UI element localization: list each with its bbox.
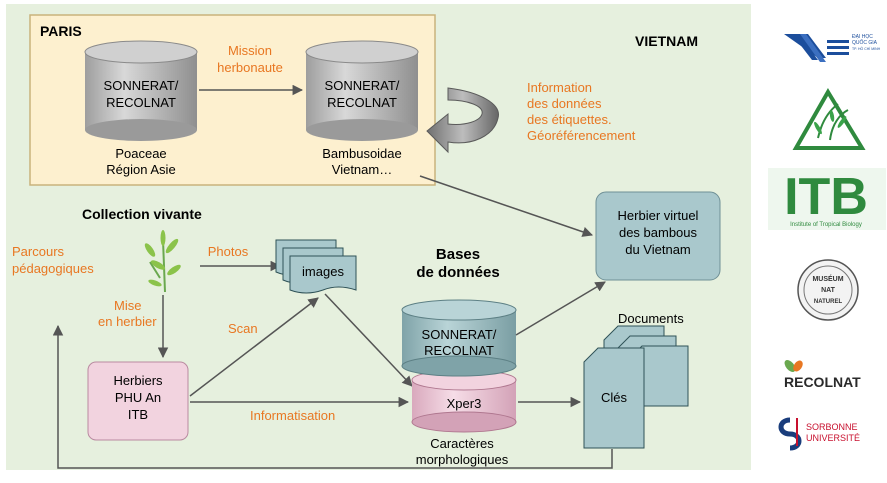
scan-label: Scan — [228, 321, 258, 336]
information-label-line1: Information — [527, 80, 592, 95]
cles-label: Clés — [601, 390, 628, 405]
herbiers-box — [87, 361, 189, 441]
central-database-cylinder: SONNERAT/ RECOLNAT — [401, 299, 517, 377]
xper-label: Xper3 — [447, 396, 482, 411]
images-label: images — [302, 264, 344, 279]
parcours-label-line1: Parcours — [12, 244, 65, 259]
paris-right-caption-line1: Bambusoidae — [322, 146, 402, 161]
paris-right-database-cylinder: SONNERAT/ RECOLNAT — [305, 40, 419, 141]
herbier-virtuel-line1: Herbier virtuel — [618, 208, 699, 223]
herbier-virtuel-line2: des bambous — [619, 225, 698, 240]
central-db-line2: RECOLNAT — [424, 343, 494, 358]
herbiers-line3: ITB — [128, 407, 148, 422]
paris-left-caption-line2: Région Asie — [106, 162, 175, 177]
paris-to-herbier-virtuel-arrow — [419, 175, 593, 237]
museum-seal-line1: MUSÉUM — [812, 274, 843, 283]
photos-label: Photos — [208, 244, 249, 259]
xper-caption-line1: Caractères — [430, 436, 494, 451]
information-label-line2: des données — [527, 96, 602, 111]
herbier-virtuel-line3: du Vietnam — [625, 242, 691, 257]
mise-label-line1: Mise — [114, 298, 141, 313]
scan-arrow — [189, 297, 319, 397]
museum-seal-logo: MUSÉUM NAT NATUREL — [797, 259, 859, 321]
paris-label: PARIS — [40, 23, 82, 39]
herbier-virtuel-box — [595, 191, 721, 281]
itb-logo-text: ITB — [784, 168, 868, 226]
museum-seal-line3: NATUREL — [814, 299, 843, 305]
feedback-loop-arrow — [52, 324, 613, 469]
triangle-bamboo-logo — [792, 88, 866, 150]
recolnat-logo-text: RECOLNAT — [784, 374, 861, 390]
documents-heading: Documents — [618, 311, 684, 326]
central-db-line1: SONNERAT/ — [422, 327, 497, 342]
museum-seal-line2: NAT — [821, 287, 836, 294]
sorbonne-logo: SORBONNE UNIVERSITÉ — [778, 417, 860, 451]
bamboo-plant-icon — [144, 230, 181, 293]
paris-right-db-line2: RECOLNAT — [327, 95, 397, 110]
dhqg-text-line2: QUỐC GIA — [852, 39, 878, 46]
sorbonne-text-line2: UNIVERSITÉ — [806, 433, 860, 443]
herbiers-line2: PHU An — [115, 390, 161, 405]
paris-right-db-line1: SONNERAT/ — [325, 78, 400, 93]
cles-document-stack: Clés — [583, 325, 689, 449]
informatisation-label: Informatisation — [250, 408, 335, 423]
paris-left-caption-line1: Poaceae — [115, 146, 166, 161]
bases-heading-line2: de données — [416, 264, 499, 281]
recolnat-logo: RECOLNAT — [784, 360, 861, 390]
herbiers-line1: Herbiers — [113, 373, 163, 388]
paris-left-database-cylinder: SONNERAT/ RECOLNAT — [84, 40, 198, 141]
paris-left-db-line2: RECOLNAT — [106, 95, 176, 110]
dhqg-text-line1: ĐẠI HỌC — [852, 34, 873, 40]
xper-caption-line2: morphologiques — [416, 452, 509, 467]
information-label-line4: Géoréférencement — [527, 128, 636, 143]
swirl-arrow-icon — [426, 87, 499, 154]
collection-vivante-heading: Collection vivante — [82, 206, 202, 222]
paris-left-db-line1: SONNERAT/ — [104, 78, 179, 93]
mise-label-line2: en herbier — [98, 314, 157, 329]
images-stack: images — [275, 239, 357, 294]
itb-logo-subtitle: Institute of Tropical Biology — [790, 222, 862, 228]
mission-label-line1: Mission — [228, 43, 272, 58]
xper-database-cylinder: Xper3 — [411, 369, 517, 433]
database-to-herbier-virtuel-arrow — [515, 281, 606, 336]
paris-right-caption-line2: Vietnam… — [332, 162, 392, 177]
images-to-xper-arrow — [324, 293, 413, 387]
sorbonne-text-line1: SORBONNE — [806, 422, 858, 432]
dhqg-logo: ĐẠI HỌC QUỐC GIA TP. HỒ CHÍ MINH — [784, 34, 881, 62]
information-label-line3: des étiquettes. — [527, 112, 612, 127]
dhqg-text-line3: TP. HỒ CHÍ MINH — [852, 46, 881, 51]
itb-logo: ITB Institute of Tropical Biology — [768, 168, 886, 230]
vietnam-label: VIETNAM — [635, 33, 698, 49]
bases-heading-line1: Bases — [436, 246, 480, 263]
mission-label-line2: herbonaute — [217, 60, 283, 75]
parcours-label-line2: pédagogiques — [12, 261, 94, 276]
